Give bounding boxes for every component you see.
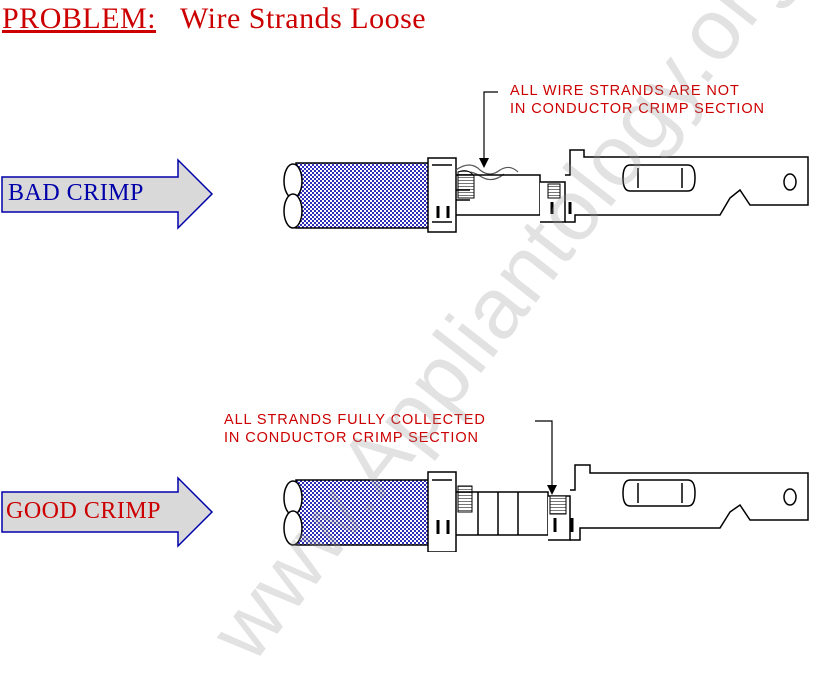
good-note-line-2: IN CONDUCTOR CRIMP SECTION <box>224 430 479 446</box>
bad-crimp-arrow <box>1 158 214 230</box>
bad-crimp-terminal <box>283 149 809 233</box>
bad-crimp-note: ALL WIRE STRANDS ARE NOT IN CONDUCTOR CR… <box>510 82 765 118</box>
good-crimp-arrow <box>1 476 214 548</box>
good-pointer-line <box>535 420 553 492</box>
bad-note-line-2: IN CONDUCTOR CRIMP SECTION <box>510 101 765 117</box>
bad-pointer-line <box>483 91 498 165</box>
good-note-line-1: ALL STRANDS FULLY COLLECTED <box>224 412 486 428</box>
diagram-canvas <box>1 91 809 552</box>
good-crimp-label: GOOD CRIMP <box>6 498 162 524</box>
good-crimp-terminal <box>283 464 809 552</box>
bad-crimp-label: BAD CRIMP <box>8 180 144 206</box>
problem-heading: PROBLEM: <box>2 2 157 35</box>
good-pointer-arrowhead <box>547 485 557 495</box>
page-title: PROBLEM: Wire Strands Loose <box>2 2 426 36</box>
bad-pointer-arrowhead <box>479 158 489 168</box>
problem-subtitle: Wire Strands Loose <box>180 2 427 35</box>
good-crimp-note: ALL STRANDS FULLY COLLECTED IN CONDUCTOR… <box>224 411 486 447</box>
bad-note-line-1: ALL WIRE STRANDS ARE NOT <box>510 83 740 99</box>
